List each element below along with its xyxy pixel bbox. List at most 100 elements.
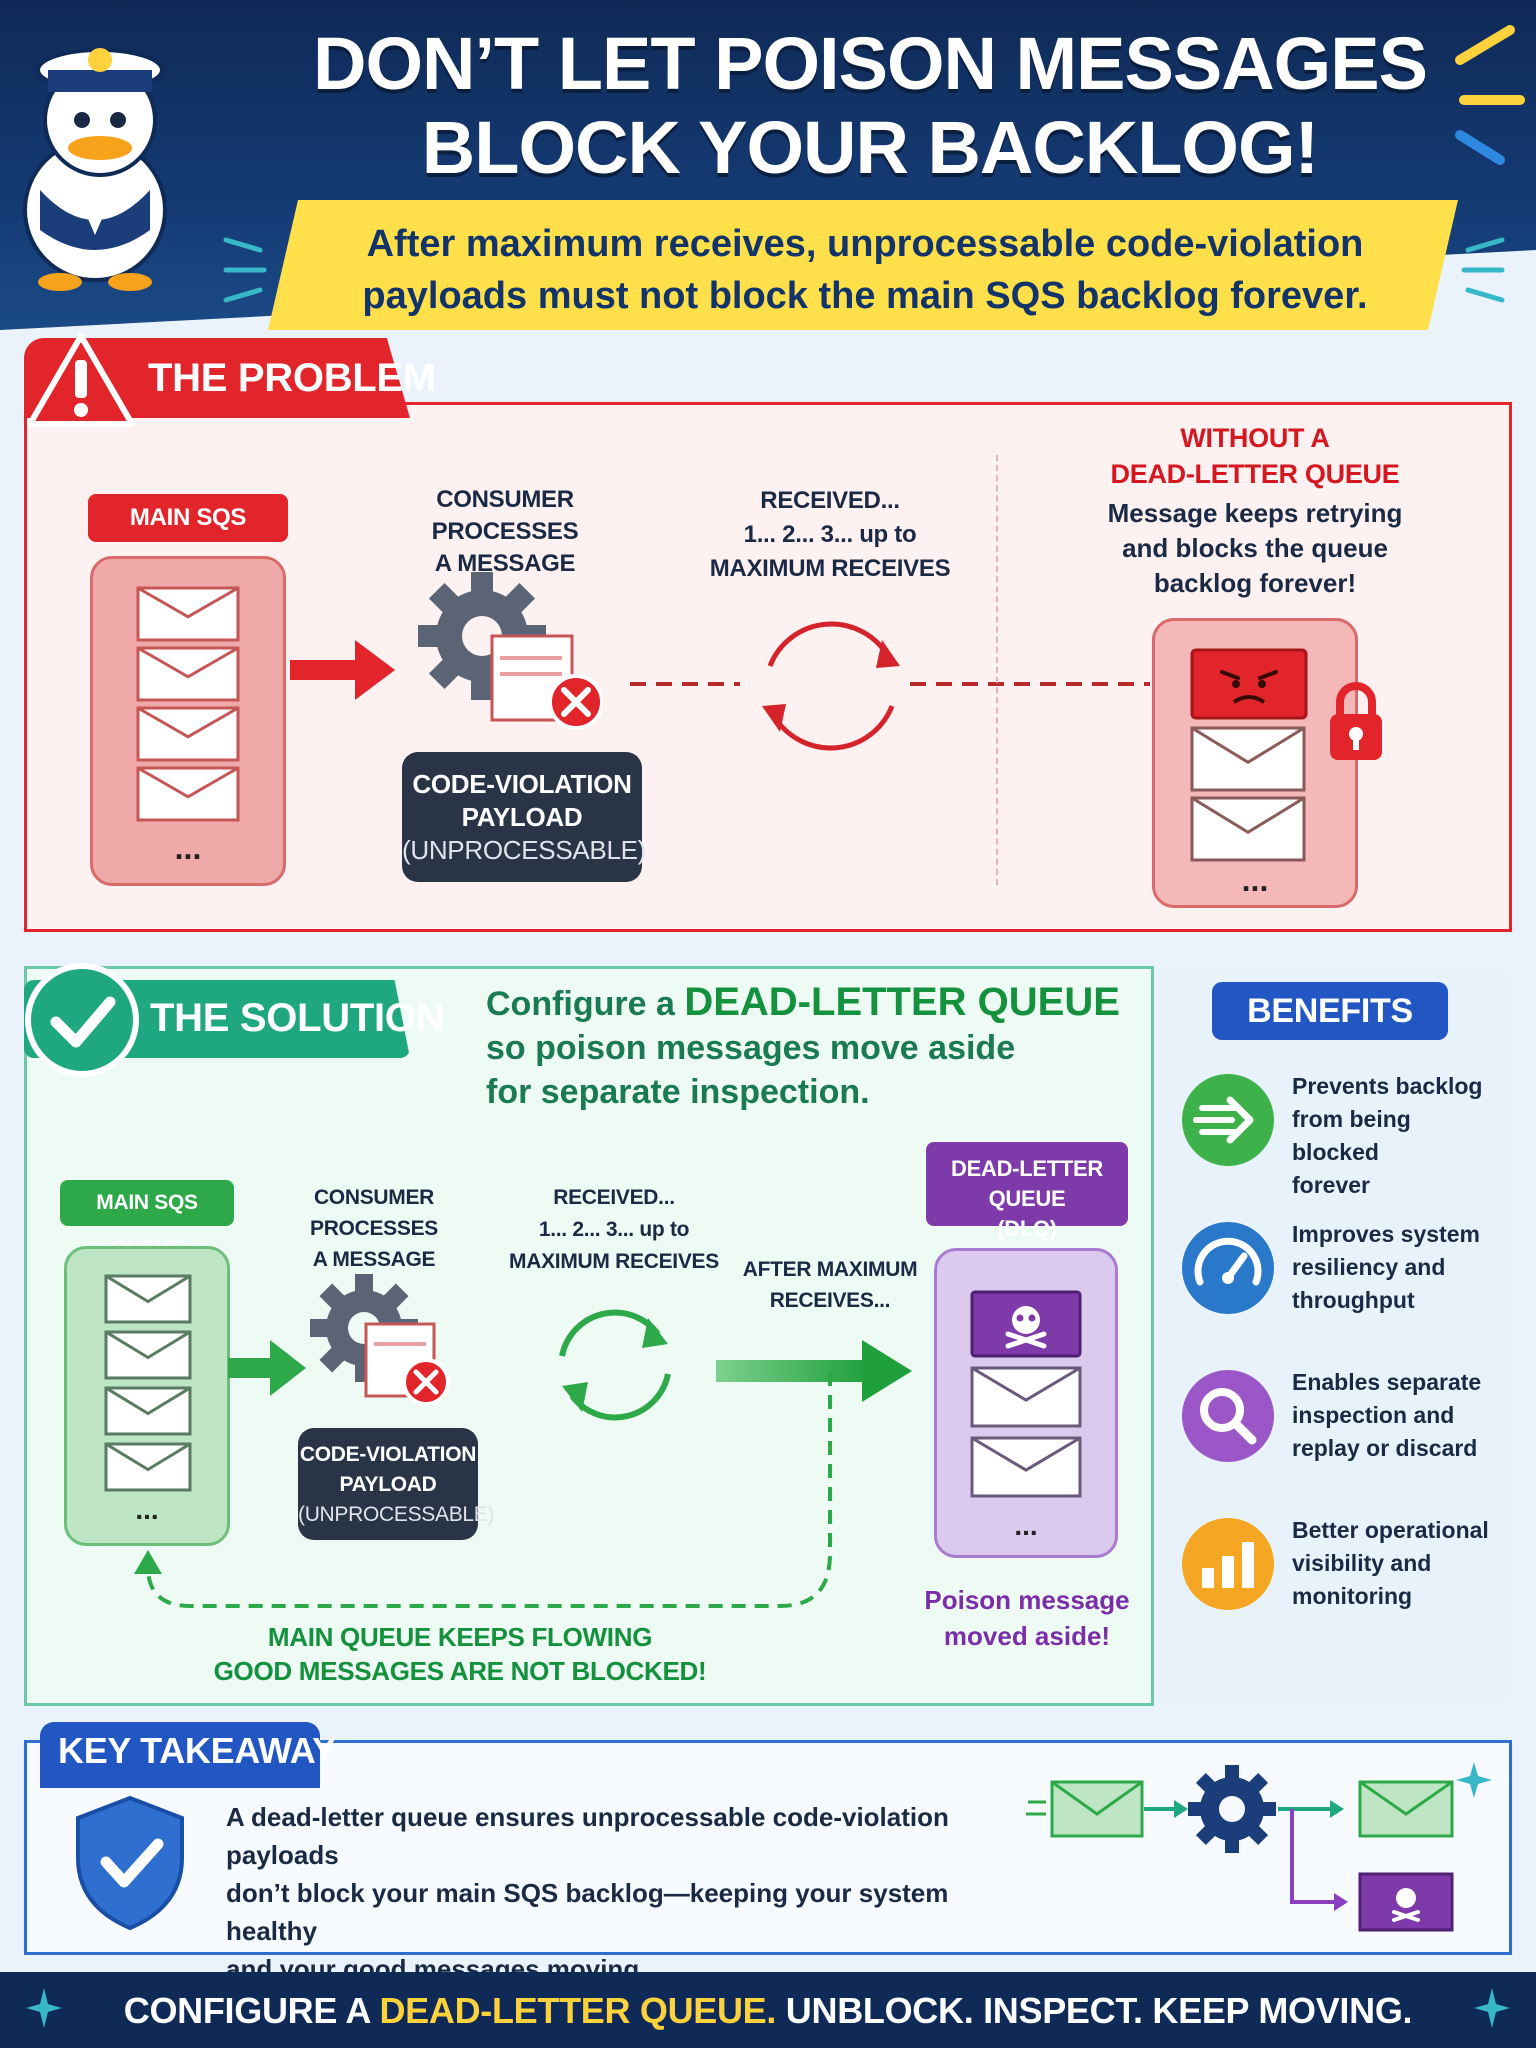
solution-heading-prefix: Configure a [486, 985, 685, 1023]
benefit-line-3: forever [1292, 1172, 1370, 1198]
solution-arrow-icon [228, 1340, 306, 1396]
shield-check-icon [76, 1795, 184, 1931]
message-envelope-icon [970, 1366, 1082, 1428]
problem-received-line-2: 1... 2... 3... up to [743, 521, 917, 548]
footer-sparkle-right-icon [1474, 1988, 1510, 2028]
benefit-line-3: throughput [1292, 1287, 1415, 1313]
benefit-line-2: visibility and [1292, 1550, 1432, 1576]
problem-label: THE PROBLEM [148, 356, 436, 400]
benefit-text: Enables separate inspection and replay o… [1292, 1366, 1502, 1465]
poison-moved-label: Poison message moved aside! [900, 1582, 1154, 1654]
problem-payload-box: CODE-VIOLATION PAYLOAD (UNPROCESSABLE) [402, 752, 646, 882]
sailor-duck-mascot-icon [23, 48, 167, 291]
benefit-item: Prevents backlog from being blocked fore… [1180, 1072, 1500, 1198]
solution-payload-line-2: PAYLOAD [339, 1473, 437, 1496]
without-dlq-line-2: DEAD-LETTER QUEUE [1110, 459, 1400, 489]
footer-text: CONFIGURE A DEAD-LETTER QUEUE. UNBLOCK. … [0, 1990, 1536, 2032]
solution-received-label: RECEIVED... 1... 2... 3... up to MAXIMUM… [504, 1182, 724, 1278]
checkmark-icon [25, 963, 139, 1077]
message-envelope-icon [104, 1330, 192, 1380]
solution-received-line-3: MAXIMUM RECEIVES [509, 1250, 719, 1273]
poison-line-1: Poison message [924, 1585, 1130, 1615]
benefit-item: Enables separate inspection and replay o… [1180, 1368, 1500, 1488]
benefit-line-2: from being blocked [1292, 1106, 1411, 1165]
blocked-queue-ellipsis: ... [1241, 862, 1269, 898]
speedometer-icon [1182, 1222, 1274, 1314]
flow-back-arrow-icon [134, 1372, 832, 1608]
subtitle-line-2: payloads must not block the main SQS bac… [362, 275, 1368, 317]
fast-forward-icon [1182, 1074, 1274, 1166]
flow-line-1: MAIN QUEUE KEEPS FLOWING [267, 1622, 653, 1652]
title-line-2: BLOCK YOUR BACKLOG! [421, 106, 1319, 189]
after-max-line-1: AFTER MAXIMUM [742, 1258, 918, 1281]
solution-heading-line-3: for separate inspection. [486, 1073, 870, 1111]
message-envelope-icon [136, 586, 240, 642]
benefit-line-3: monitoring [1292, 1583, 1413, 1609]
subtitle-banner [268, 200, 1458, 330]
problem-queue-label: MAIN SQS QUEUE [88, 494, 288, 579]
benefit-line-1: Enables separate [1292, 1369, 1482, 1395]
solution-queue-ellipsis: ... [135, 1494, 159, 1525]
takeaway-line-1: A dead-letter queue ensures unprocessabl… [226, 1802, 949, 1870]
benefit-text: Better operational visibility and monito… [1292, 1514, 1502, 1613]
footer-highlight: DEAD-LETTER QUEUE. [379, 1990, 777, 2031]
problem-divider [996, 455, 998, 885]
solution-consumer-line-2: A MESSAGE [312, 1248, 436, 1271]
message-envelope-icon [1190, 796, 1306, 862]
flow-line-2: GOOD MESSAGES ARE NOT BLOCKED! [213, 1656, 707, 1686]
solution-label: THE SOLUTION [150, 996, 445, 1040]
message-envelope-icon [136, 766, 240, 822]
benefit-item: Better operational visibility and monito… [1180, 1516, 1500, 1636]
message-envelope-icon [104, 1274, 192, 1324]
dlq-label-line-2: (DLQ) [997, 1216, 1057, 1241]
problem-arrow-icon [290, 640, 395, 700]
benefit-line-1: Prevents backlog [1292, 1073, 1483, 1099]
warning-icon [27, 333, 135, 427]
takeaway-title: KEY TAKEAWAY [58, 1730, 336, 1771]
benefit-text: Prevents backlog from being blocked fore… [1292, 1070, 1502, 1202]
solution-consumer-line-1: CONSUMER PROCESSES [309, 1186, 438, 1240]
without-dlq-line-1: WITHOUT A [1180, 423, 1330, 453]
right-spark-icon [1461, 237, 1505, 303]
after-max-line-2: RECEIVES... [769, 1289, 891, 1312]
problem-payload-line-2: PAYLOAD [461, 802, 583, 832]
message-envelope-icon [136, 646, 240, 702]
benefit-line-1: Improves system [1292, 1221, 1480, 1247]
message-envelope-icon [104, 1386, 192, 1436]
benefit-line-1: Better operational [1292, 1517, 1489, 1543]
solution-received-line-2: 1... 2... 3... up to [538, 1218, 690, 1241]
solution-heading-line-2: so poison messages move aside [486, 1029, 1016, 1067]
problem-consumer-line-1: CONSUMER PROCESSES [431, 486, 579, 545]
takeaway-line-2: don’t block your main SQS backlog—keepin… [226, 1878, 949, 1946]
lock-icon [1330, 682, 1382, 760]
problem-consumer-label: CONSUMER PROCESSES A MESSAGE [370, 484, 640, 580]
benefit-line-2: resiliency and [1292, 1254, 1446, 1280]
footer-sparkle-left-icon [26, 1988, 62, 2028]
solution-heading-highlight: DEAD-LETTER QUEUE [684, 980, 1120, 1024]
poison-message-icon [970, 1290, 1082, 1358]
takeaway-flow-diagram-icon [1026, 1762, 1492, 1932]
solution-queue-label: MAIN SQS QUEUE [60, 1180, 234, 1260]
solution-payload-box: CODE-VIOLATION PAYLOAD (UNPROCESSABLE) [298, 1428, 495, 1540]
page-title: DON’T LET POISON MESSAGES BLOCK YOUR BAC… [250, 22, 1490, 190]
benefit-line-2: inspection and [1292, 1402, 1455, 1428]
benefit-line-3: replay or discard [1292, 1435, 1478, 1461]
dlq-label: DEAD-LETTER QUEUE (DLQ) [926, 1142, 1128, 1241]
dlq-label-line-1: DEAD-LETTER QUEUE [951, 1156, 1103, 1211]
main-queue-flowing-label: MAIN QUEUE KEEPS FLOWING GOOD MESSAGES A… [150, 1620, 770, 1688]
problem-gear-icon [418, 572, 602, 730]
benefits-title: BENEFITS [1212, 982, 1448, 1040]
solution-heading: Configure a DEAD-LETTER QUEUE so poison … [486, 980, 1126, 1114]
problem-retry-loop-icon [630, 621, 1150, 751]
footer-part-1: CONFIGURE A [123, 1990, 380, 2031]
magnifier-icon [1182, 1370, 1274, 1462]
benefit-text: Improves system resiliency and throughpu… [1292, 1218, 1502, 1317]
without-dlq-label: WITHOUT A DEAD-LETTER QUEUE [1080, 420, 1430, 492]
message-envelope-icon [104, 1442, 192, 1492]
left-spark-icon [223, 237, 267, 303]
footer-part-2: UNBLOCK. INSPECT. KEEP MOVING. [776, 1990, 1413, 2031]
sparkle-lines-icon [1455, 25, 1525, 165]
takeaway-text: A dead-letter queue ensures unprocessabl… [226, 1798, 1046, 1988]
problem-payload-line-3: (UNPROCESSABLE) [402, 835, 646, 865]
solution-gear-icon [310, 1274, 450, 1406]
